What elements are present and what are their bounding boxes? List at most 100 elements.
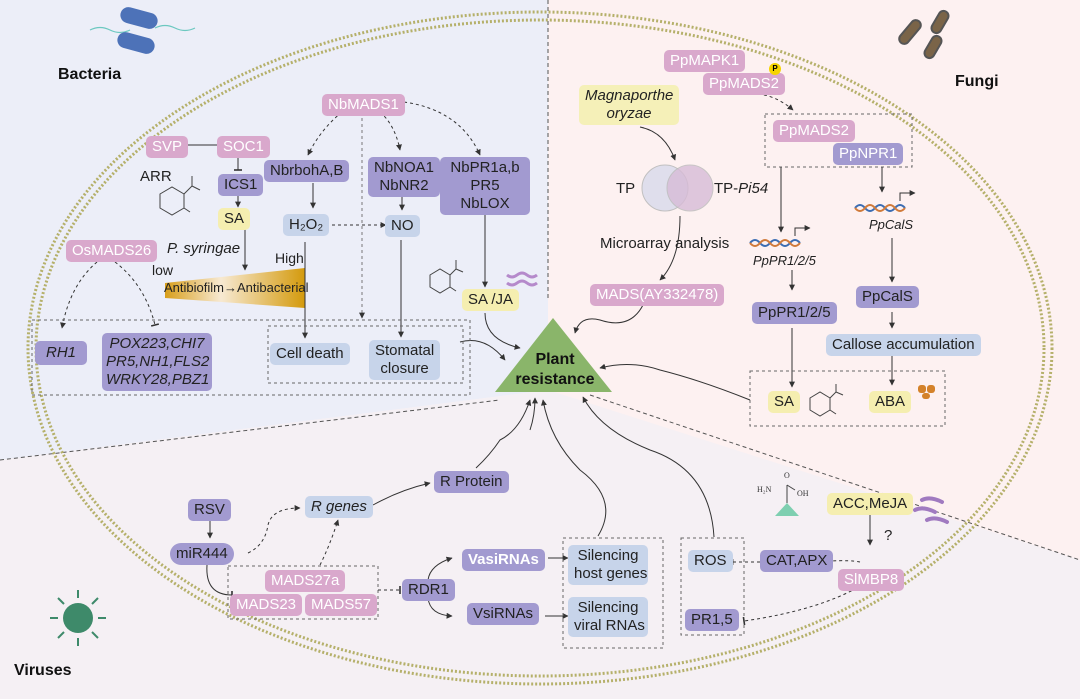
node-nbrbohab[interactable]: NbrbohA,B: [264, 160, 350, 182]
node-svp[interactable]: SVP: [146, 136, 189, 158]
gene-line-3: WRKY28,PBZ1: [106, 371, 210, 388]
jasmonate-icon: [506, 271, 538, 287]
nbpr1-label: NbPR1a,b: [450, 159, 520, 176]
dna-pppr-icon: [749, 225, 811, 247]
silencing-host-line-2: host genes: [574, 565, 648, 582]
nbnr2-label: NbNR2: [379, 177, 429, 194]
node-r-protein[interactable]: R Protein: [434, 471, 509, 493]
cell-membrane-outer: [26, 10, 1054, 686]
node-no[interactable]: NO: [385, 215, 420, 237]
svg-text:H₂N: H₂N: [757, 485, 772, 494]
fungi-icon: [898, 9, 950, 60]
node-ppnpr1[interactable]: PpNPR1: [833, 143, 904, 165]
node-sa-fungi[interactable]: SA: [768, 391, 801, 413]
boundary-fungi-viruses: [589, 394, 1080, 561]
node-mads57[interactable]: MADS57: [305, 594, 378, 616]
node-callose-accumulation[interactable]: Callose accumulation: [826, 334, 981, 356]
node-ros[interactable]: ROS: [688, 550, 733, 572]
node-ppmads2-phospho[interactable]: PpMADS2: [703, 73, 786, 95]
stomatal-line-2: closure: [380, 360, 429, 377]
label-pppr-gene: PpPR1/2/5: [753, 253, 816, 268]
silencing-group: [562, 537, 664, 649]
salicylic-acid-structure: [159, 176, 201, 216]
bacteria-outcome-group: [267, 325, 464, 384]
label-tp-pi54: TP-Pi54: [714, 180, 768, 197]
meja-icon: [913, 496, 949, 524]
mads-complex-group: [227, 565, 379, 620]
node-mir444[interactable]: miR444: [170, 543, 234, 565]
stomatal-line-1: Stomatal: [375, 342, 435, 359]
node-sa-ja[interactable]: SA /JA: [462, 289, 520, 311]
fungi-title: Fungi: [955, 73, 999, 90]
node-magnaporthe-oryzae[interactable]: Magnaporthe oryzae: [579, 85, 679, 125]
node-ppmapk1[interactable]: PpMAPK1: [664, 50, 746, 72]
node-pppr-protein[interactable]: PpPR1/2/5: [752, 302, 837, 324]
node-mads23[interactable]: MADS23: [230, 594, 303, 616]
label-question: ?: [884, 527, 893, 544]
bacteria-title: Bacteria: [58, 66, 122, 83]
label-tp: TP: [616, 180, 636, 197]
plant-resistance-triangle: [495, 318, 612, 392]
node-nbmads1[interactable]: NbMADS1: [322, 94, 405, 116]
gene-line-1: POX223,CHI7: [109, 335, 205, 352]
plant-resistance-label: Plant resistance: [500, 350, 610, 390]
bacteria-gene-group: [31, 319, 471, 396]
ros-pr-group: [680, 537, 745, 636]
node-stomatal-closure[interactable]: Stomatal closure: [369, 340, 441, 380]
node-rdr1[interactable]: RDR1: [402, 579, 455, 601]
antibacterial-gradient: [165, 268, 305, 308]
label-low: low: [152, 262, 174, 278]
salicylic-acid-structure-2: [429, 260, 464, 294]
node-rh1[interactable]: RH1: [35, 341, 87, 365]
silencing-viral-line-2: viral RNAs: [574, 617, 645, 634]
gene-line-2: PR5,NH1,FLS2: [106, 353, 210, 370]
node-silencing-host-genes[interactable]: Silencing host genes: [568, 545, 648, 585]
node-ppmads2-complex[interactable]: PpMADS2: [773, 120, 856, 142]
tp-pi54-italic: Pi54: [738, 180, 769, 197]
svg-text:O: O: [784, 471, 790, 480]
node-h2o2[interactable]: H₂O₂: [283, 214, 330, 236]
plant-resistance-line-1: Plant: [535, 351, 575, 368]
label-ppcals-gene: PpCalS: [869, 217, 914, 232]
node-aba[interactable]: ABA: [869, 391, 912, 413]
magnaporthe-line-2: oryzae: [606, 105, 652, 122]
magnaporthe-line-1: Magnaporthe: [585, 87, 674, 104]
dna-ppcals-icon: [854, 190, 916, 212]
aba-leaf-icon: [918, 385, 935, 399]
plant-resistance-line-2: resistance: [515, 371, 595, 388]
node-soc1[interactable]: SOC1: [217, 136, 270, 158]
node-mads-ay332478[interactable]: MADS(AY332478): [590, 284, 725, 306]
fungi-region: [548, 0, 1080, 560]
fungi-complex-group: [764, 113, 913, 168]
venn-tp-pi54: [666, 164, 714, 212]
pr5-label: PR5: [470, 177, 500, 194]
node-slmbp8[interactable]: SlMBP8: [838, 569, 905, 591]
viruses-title: Viruses: [14, 662, 72, 679]
node-vsirnas[interactable]: VsiRNAs: [467, 603, 540, 625]
node-mads27a[interactable]: MADS27a: [265, 570, 346, 592]
node-silencing-viral-rnas[interactable]: Silencing viral RNAs: [568, 597, 648, 637]
node-r-genes[interactable]: R genes: [305, 496, 373, 518]
node-nbnoa1-nbnr2[interactable]: NbNOA1 NbNR2: [368, 157, 441, 197]
node-cell-death[interactable]: Cell death: [270, 343, 350, 365]
bacteria-icon: [89, 7, 196, 54]
node-nbpr-pr5-nblox[interactable]: NbPR1a,b PR5 NbLOX: [440, 157, 530, 215]
viruses-region: [0, 390, 1080, 699]
phosphate-icon: P: [769, 63, 781, 75]
label-antibiofilm-antibacterial: Antibiofilm→Antibacterial: [164, 280, 309, 295]
node-osmads26[interactable]: OsMADS26: [66, 240, 158, 262]
svg-text:OH: OH: [797, 489, 809, 498]
node-defense-genes[interactable]: POX223,CHI7 PR5,NH1,FLS2 WRKY28,PBZ1: [102, 333, 212, 391]
salicylic-acid-structure-3: [809, 384, 844, 417]
node-sa-bacteria[interactable]: SA: [218, 208, 251, 230]
node-rsv[interactable]: RSV: [188, 499, 231, 521]
nblox-label: NbLOX: [460, 195, 510, 212]
node-ics1[interactable]: ICS1: [218, 174, 264, 196]
node-ppcals-protein[interactable]: PpCalS: [856, 286, 919, 308]
label-arr: ARR: [140, 168, 172, 185]
node-pr15[interactable]: PR1,5: [685, 609, 739, 631]
node-vasirnas[interactable]: VasiRNAs: [462, 549, 545, 571]
node-cat-apx[interactable]: CAT,APX: [760, 550, 834, 572]
node-acc-meja[interactable]: ACC,MeJA: [827, 493, 914, 515]
